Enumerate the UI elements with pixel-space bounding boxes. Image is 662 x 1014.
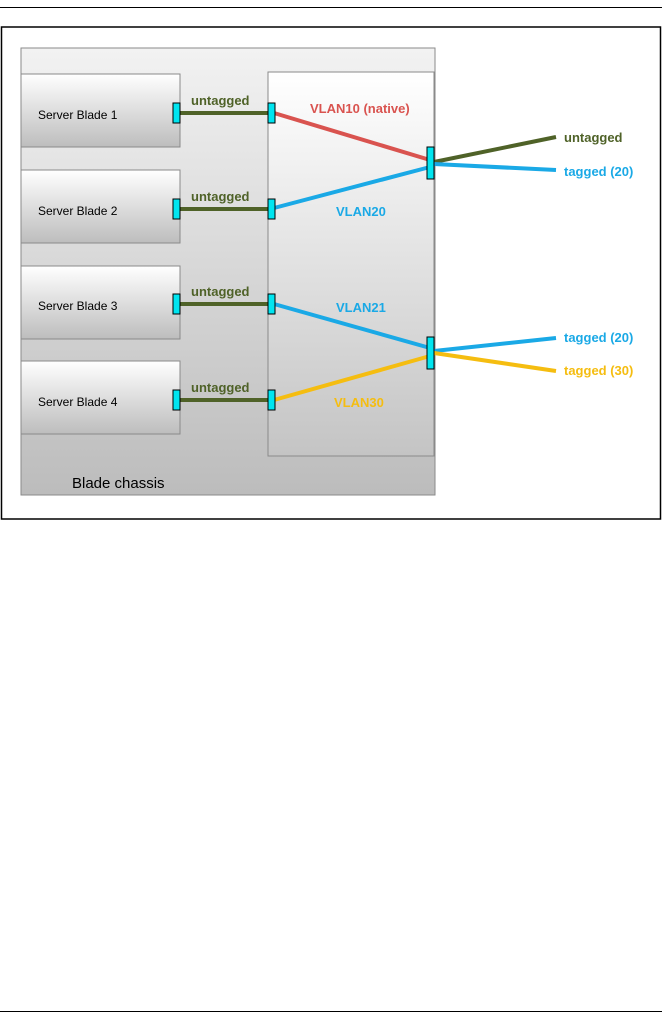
server-blade-3: Server Blade 3 bbox=[20, 265, 181, 340]
network-diagram: Blade chassis Server Blade 1 Server Blad… bbox=[0, 26, 662, 520]
vlan21-link bbox=[273, 302, 431, 350]
uplink-2-tagged-20-link bbox=[433, 336, 557, 353]
blade-4-port bbox=[172, 389, 181, 411]
blade-3-port bbox=[172, 293, 181, 315]
page-header-rule bbox=[0, 7, 662, 8]
vlan20-label: VLAN20 bbox=[336, 204, 386, 219]
switch-port-2 bbox=[267, 198, 276, 220]
vlan30-label: VLAN30 bbox=[334, 395, 384, 410]
uplink-1-untagged-label: untagged bbox=[564, 130, 623, 145]
switch-port-4 bbox=[267, 389, 276, 411]
untagged-label-4: untagged bbox=[191, 380, 250, 395]
chassis-label: Blade chassis bbox=[72, 475, 165, 492]
server-blade-label: Server Blade 4 bbox=[38, 395, 118, 409]
untagged-label-3: untagged bbox=[191, 284, 250, 299]
untagged-label-1: untagged bbox=[191, 93, 250, 108]
vlan20-link bbox=[273, 165, 431, 210]
vlan10-label: VLAN10 (native) bbox=[310, 101, 410, 116]
vlan10-link bbox=[273, 111, 431, 162]
uplink-2-tagged-20-label: tagged (20) bbox=[564, 330, 633, 345]
server-blade-box bbox=[20, 265, 181, 340]
server-blade-1: Server Blade 1 bbox=[20, 73, 181, 148]
untagged-label-2: untagged bbox=[191, 189, 250, 204]
blade-1-port bbox=[172, 102, 181, 124]
uplink-1-tagged-label: tagged (20) bbox=[564, 164, 633, 179]
server-blade-4: Server Blade 4 bbox=[20, 360, 181, 435]
server-blade-box bbox=[20, 169, 181, 244]
server-blade-box bbox=[20, 360, 181, 435]
network-diagram-figure: Blade chassis Server Blade 1 Server Blad… bbox=[0, 26, 662, 520]
uplink-1-tagged-link bbox=[433, 162, 557, 172]
switch-port-3 bbox=[267, 293, 276, 315]
server-blade-label: Server Blade 1 bbox=[38, 108, 118, 122]
uplink-2-tagged-30-link bbox=[433, 351, 557, 373]
server-blade-label: Server Blade 2 bbox=[38, 204, 118, 218]
uplink-port-2 bbox=[426, 336, 435, 370]
vlan21-label: VLAN21 bbox=[336, 300, 386, 315]
server-blade-box bbox=[20, 73, 181, 148]
server-blade-label: Server Blade 3 bbox=[38, 299, 118, 313]
uplink-1-untagged-link bbox=[433, 135, 557, 164]
page-footer-rule bbox=[0, 1011, 662, 1012]
blade-2-port bbox=[172, 198, 181, 220]
uplink-2-tagged-30-label: tagged (30) bbox=[564, 363, 633, 378]
uplink-port-1 bbox=[426, 146, 435, 180]
server-blade-2: Server Blade 2 bbox=[20, 169, 181, 244]
vlan30-link bbox=[273, 354, 431, 402]
switch-port-1 bbox=[267, 102, 276, 124]
